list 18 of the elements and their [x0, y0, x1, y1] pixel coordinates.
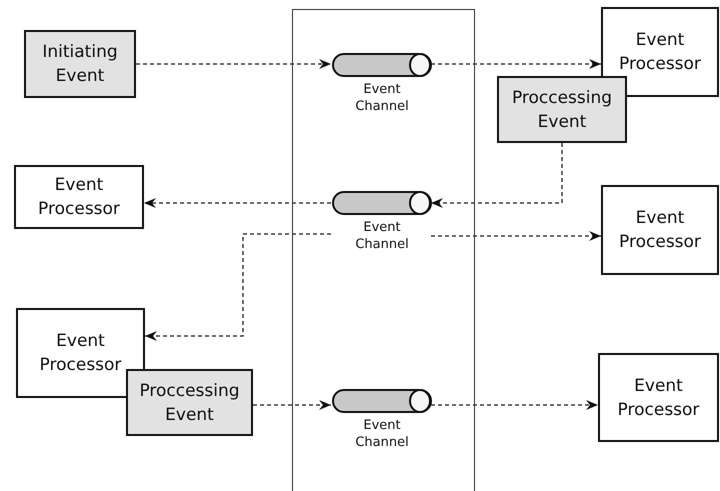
event-box: Initiating Event	[24, 30, 136, 98]
channel-label: Event Channel	[354, 81, 410, 115]
channel-label: Event Channel	[354, 417, 410, 451]
arrow	[136, 59, 331, 69]
arrow	[253, 400, 331, 410]
container-frame	[292, 9, 475, 491]
processor-box: Event Processor	[598, 353, 719, 442]
processor-box: Event Processor	[14, 165, 144, 229]
event-box: Proccessing Event	[126, 369, 253, 436]
arrow	[431, 59, 601, 69]
channel-label: Event Channel	[354, 219, 410, 253]
arrow	[431, 231, 601, 241]
arrow	[431, 400, 598, 410]
processor-box: Event Processor	[601, 185, 719, 275]
arrow	[144, 198, 331, 208]
arrow	[145, 233, 331, 341]
event-box: Proccessing Event	[497, 76, 627, 143]
arrow	[431, 143, 563, 208]
